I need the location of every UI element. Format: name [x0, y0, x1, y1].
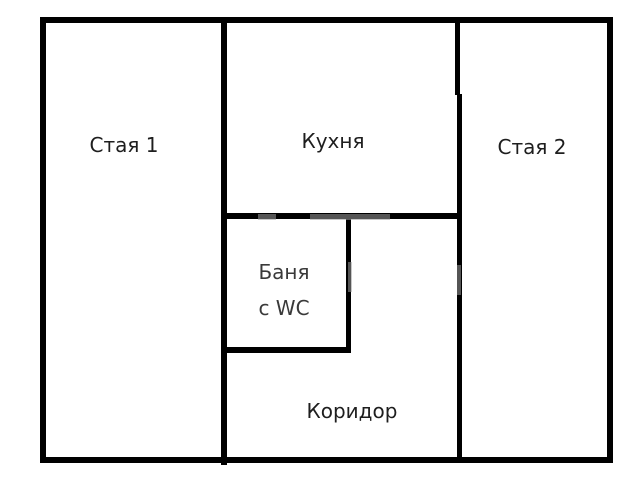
watermark-fragment — [258, 214, 276, 220]
watermark-fragment — [310, 214, 390, 220]
room-label-bathroom: Баня с WC — [258, 254, 309, 326]
watermark-fragment — [348, 262, 352, 292]
outer-wall-left — [40, 17, 46, 463]
room-label-room2: Стая 2 — [497, 135, 567, 159]
room-label-bathroom-line2: с WC — [258, 296, 310, 320]
room-label-kitchen: Кухня — [301, 129, 365, 153]
room-label-room1: Стая 1 — [89, 133, 159, 157]
room-label-corridor: Коридор — [306, 399, 398, 423]
watermark-fragment — [457, 265, 461, 295]
wall-room1-divider — [221, 17, 227, 465]
wall-room2-divider-upper — [455, 17, 460, 95]
outer-wall-top — [40, 17, 613, 23]
wall-bathroom-bottom — [221, 347, 351, 353]
room-label-bathroom-line1: Баня — [258, 260, 310, 284]
outer-wall-right — [607, 17, 613, 463]
outer-wall-bottom — [40, 457, 613, 463]
